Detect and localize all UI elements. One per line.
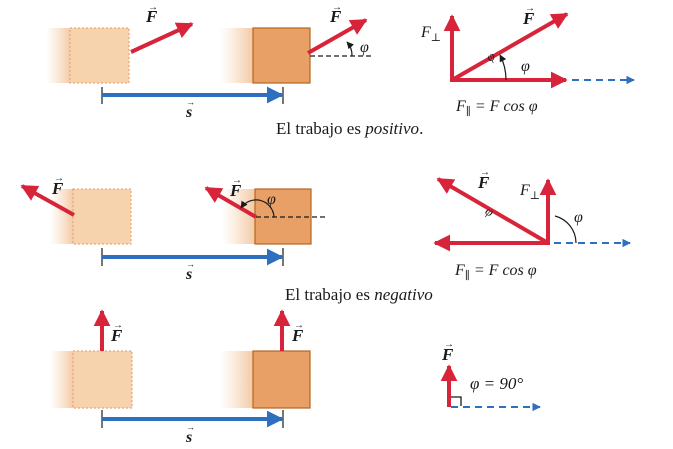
component-equation: F∥ = F cos φ xyxy=(455,98,538,118)
start-block xyxy=(72,350,133,409)
force-arrow xyxy=(307,18,368,55)
displacement-label: s xyxy=(185,429,192,446)
perp-label: F⊥ xyxy=(519,182,540,202)
perp-label: F⊥ xyxy=(420,24,441,44)
angle-label: φ xyxy=(521,58,530,75)
row-negative: F → F → φ s → F → F⊥ φ φ F∥ = F cos φ xyxy=(20,167,631,283)
force-label: F xyxy=(145,7,158,26)
force-arrow xyxy=(451,12,569,82)
vector-hat: → xyxy=(186,422,195,432)
vector-hat: → xyxy=(113,320,123,331)
displacement-label: s xyxy=(185,266,192,283)
vector-hat: → xyxy=(148,2,158,13)
vector-hat: → xyxy=(232,175,242,186)
end-block xyxy=(252,27,311,84)
angle-label: φ xyxy=(360,39,369,56)
vector-hat: → xyxy=(480,167,490,178)
angle-arc xyxy=(554,215,577,244)
faded-trail xyxy=(50,351,75,408)
vector-hat: → xyxy=(444,339,454,350)
vector-hat: → xyxy=(186,259,195,269)
motion-trail xyxy=(220,351,255,408)
force-arrow xyxy=(436,177,550,245)
force-label: F xyxy=(522,9,535,28)
caption-positive: El trabajo es positivo. xyxy=(276,119,423,138)
force-arrow xyxy=(20,184,75,217)
component-equation: F∥ = F cos φ xyxy=(454,262,537,282)
vector-hat: → xyxy=(186,97,195,107)
displacement-label: s xyxy=(185,104,192,121)
force-arrow xyxy=(130,22,194,54)
angle-arc xyxy=(240,199,275,218)
force-label: F xyxy=(110,326,123,345)
caption-negative: El trabajo es negativo xyxy=(285,285,433,304)
row-zero: F → F → s → F → φ = 90° xyxy=(50,309,541,446)
force-label: F xyxy=(477,173,490,192)
faded-trail xyxy=(50,189,75,244)
force-label: F xyxy=(291,326,304,345)
angle-label: φ xyxy=(574,209,583,226)
start-block xyxy=(69,27,130,84)
force-label: F xyxy=(229,181,242,200)
force-label: F xyxy=(441,345,454,364)
vector-hat: → xyxy=(54,173,64,184)
right-angle-mark xyxy=(451,396,462,406)
vector-hat: → xyxy=(294,320,304,331)
row-positive: F → F → φ s → F → F⊥ φ φ F∥ = F cos φ xyxy=(46,2,635,121)
motion-trail xyxy=(220,28,255,83)
angle-arc xyxy=(346,41,354,57)
right-angle-label: φ = 90° xyxy=(470,374,523,393)
force-label: F xyxy=(51,179,64,198)
end-block xyxy=(252,350,311,409)
faded-trail xyxy=(46,28,72,83)
start-block xyxy=(72,188,132,245)
angle-label: φ xyxy=(267,191,276,208)
force-label: F xyxy=(329,7,342,26)
vector-hat: → xyxy=(525,3,535,14)
force-arrow xyxy=(204,186,258,219)
vector-hat: → xyxy=(332,2,342,13)
angle-arc xyxy=(499,54,507,81)
